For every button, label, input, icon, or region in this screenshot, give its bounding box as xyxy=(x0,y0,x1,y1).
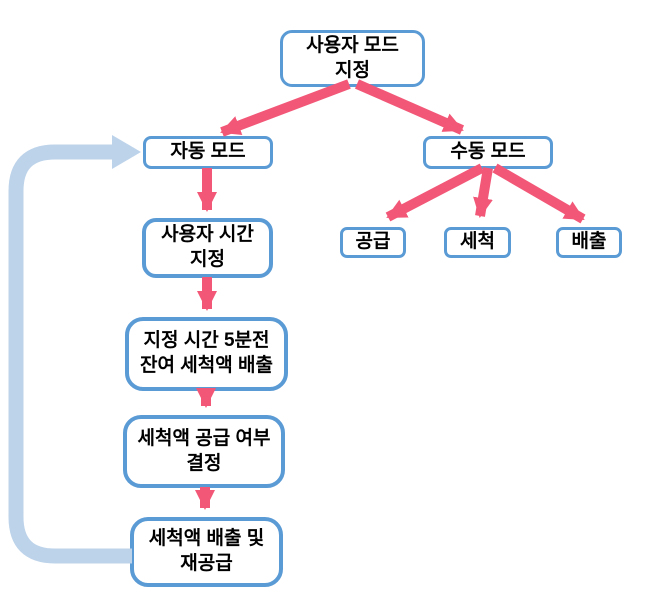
node-wash-label: 세척 xyxy=(460,231,495,253)
node-manual-mode-label: 수동 모드 xyxy=(450,141,526,163)
edge-user-mode-to-auto-mode xyxy=(220,79,351,137)
node-supply-label: 공급 xyxy=(355,231,391,253)
edge-manual-mode-to-wash xyxy=(473,167,493,218)
node-five-min-discharge: 지정 시간 5분전 잔여 세척액 배출 xyxy=(125,317,288,391)
node-wash: 세척 xyxy=(444,227,511,258)
node-user-time: 사용자 시간 지정 xyxy=(142,218,273,278)
node-discharge-resupply: 세척액 배출 및 재공급 xyxy=(130,517,283,587)
node-auto-mode-label: 자동 모드 xyxy=(170,141,246,163)
node-user-mode-label: 사용자 모드 지정 xyxy=(306,34,399,81)
node-user-mode: 사용자 모드 지정 xyxy=(280,30,425,87)
node-supply: 공급 xyxy=(340,227,406,258)
node-auto-mode: 자동 모드 xyxy=(143,136,273,169)
edge-manual-mode-to-discharge xyxy=(492,163,586,224)
node-discharge-label: 배출 xyxy=(571,231,607,253)
node-manual-mode: 수동 모드 xyxy=(423,136,553,169)
edge-discharge-resupply-to-auto-mode-loop xyxy=(8,135,141,564)
node-supply-decision: 세척액 공급 여부 결정 xyxy=(123,415,285,488)
node-discharge: 배출 xyxy=(556,227,622,258)
node-five-min-discharge-label: 지정 시간 5분전 잔여 세척액 배출 xyxy=(140,330,273,376)
node-discharge-resupply-label: 세척액 배출 및 재공급 xyxy=(148,528,265,574)
node-supply-decision-label: 세척액 공급 여부 결정 xyxy=(137,427,271,474)
node-user-time-label: 사용자 시간 지정 xyxy=(161,224,254,270)
edge-user-mode-to-manual-mode xyxy=(354,79,465,135)
edge-manual-mode-to-supply xyxy=(385,163,485,222)
